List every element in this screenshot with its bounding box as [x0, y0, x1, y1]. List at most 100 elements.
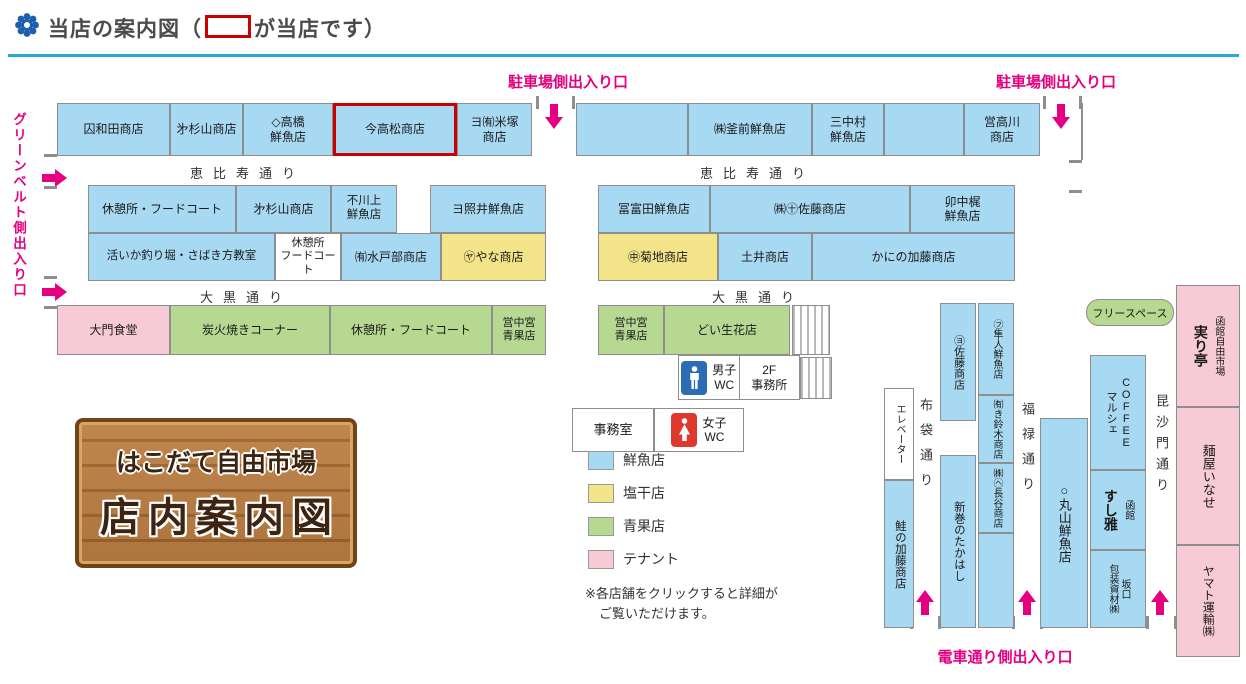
- shop-minori-tei[interactable]: 実り亭 函館自由市場: [1176, 285, 1240, 407]
- site-flower-icon: [14, 12, 40, 43]
- shop-coffee-marche[interactable]: マルシェ COFFEE: [1090, 355, 1146, 470]
- gate-mark: [536, 96, 539, 109]
- shop-nakamiya-1[interactable]: 営中宮 青果店: [492, 305, 546, 355]
- entrance-arrow-parking-2: [1052, 104, 1070, 129]
- elevator: エレベーター: [884, 388, 914, 480]
- entrance-label-tram: 電車通り側出入り口: [937, 649, 1073, 666]
- stairs-hatch-2: [800, 357, 832, 399]
- shop-takakawa[interactable]: 営高川 商店: [964, 103, 1040, 156]
- shop-sakaguchi[interactable]: 坂口 包装資材㈱: [1090, 550, 1146, 628]
- free-space: フリースペース: [1086, 299, 1174, 326]
- entrance-arrow-greenbelt-1: [42, 169, 67, 187]
- legend-item-tenant: テナント: [588, 549, 679, 569]
- legend-swatch-produce: [588, 516, 614, 536]
- shop-box-empty: [978, 533, 1014, 628]
- entrance-arrow-tram-3: [1151, 590, 1169, 615]
- legend-swatch-salted-dried: [588, 483, 614, 503]
- charcoal-grill-corner: 炭火焼きコーナー: [170, 305, 330, 355]
- shop-tomita[interactable]: 冨富田鮮魚店: [598, 185, 710, 233]
- rest-area-foodcourt-1: 休憩所・フードコート: [88, 185, 236, 233]
- wc-male-icon: [681, 360, 708, 395]
- gate-mark: [44, 276, 57, 279]
- shop-nakakaji[interactable]: 卯中梶 鮮魚店: [910, 185, 1015, 233]
- entrance-label-parking-1: 駐車場側出入り口: [507, 74, 628, 91]
- shop-box-empty: [884, 103, 964, 156]
- shop-sugiyama-1[interactable]: 㐧杉山商店: [170, 103, 243, 156]
- minori-tei-prefix: 函館自由市場: [1212, 316, 1224, 376]
- squid-fishing-corner: 活いか釣り堀・さばき方教室: [88, 233, 275, 281]
- entrance-arrow-tram-1: [916, 590, 934, 615]
- legend-item-produce: 青果店: [588, 516, 665, 536]
- shop-yonezuka[interactable]: ヨ㈲米塚 商店: [457, 103, 532, 156]
- office-room: 事務室: [572, 408, 654, 452]
- legend-item-salted-dried: 塩干店: [588, 483, 665, 503]
- shop-wada[interactable]: 囚和田商店: [57, 103, 170, 156]
- wc-male-label: 男子 WC: [712, 363, 737, 392]
- rest-area-foodcourt-2: 休憩所 フードコート: [275, 233, 341, 281]
- shop-suzuki[interactable]: ㈲き鈴木商店: [978, 395, 1014, 463]
- wall-segment: [1081, 103, 1083, 160]
- stairs-hatch-1: [792, 305, 830, 355]
- shop-nakamiya-2[interactable]: 営中宮 青果店: [598, 305, 664, 355]
- shop-doi-seika[interactable]: どい生花店: [664, 305, 790, 355]
- sushi-masa-name: すし雅: [1102, 489, 1119, 531]
- legend-note: ※各店舗をクリックすると詳細が ご覧いただけます。: [585, 584, 778, 623]
- logo-market-name: はこだて自由市場: [115, 449, 316, 477]
- gate-mark: [44, 306, 57, 309]
- shop-yamato-transport[interactable]: ヤマト運輸㈱: [1176, 545, 1240, 657]
- shop-nakamura[interactable]: 三中村 鮮魚店: [812, 103, 884, 156]
- coffee-marche-katakana: マルシェ: [1105, 390, 1117, 435]
- wc-female-icon: [671, 413, 698, 447]
- legend-note-line2: ご覧いただけます。: [599, 605, 715, 621]
- shop-takahashi[interactable]: ◇高橋 鮮魚店: [243, 103, 333, 156]
- entrance-arrow-tram-2: [1018, 590, 1036, 615]
- street-bishamon: 昆沙門通り: [1154, 394, 1169, 499]
- shop-menya-inase[interactable]: 麺屋いなせ: [1176, 407, 1240, 545]
- shop-hase[interactable]: ㈱㋬長谷商店: [978, 463, 1014, 533]
- shop-box-empty: [576, 103, 688, 156]
- rest-area-foodcourt-3: 休憩所・フードコート: [330, 305, 492, 355]
- legend-swatch-tenant: [588, 549, 614, 569]
- office-2f: 2F 事務所: [738, 356, 800, 399]
- shop-daimon-shokudo[interactable]: 大門食堂: [57, 305, 170, 355]
- street-ebisu-2: 恵比寿通り: [700, 166, 816, 181]
- shop-kani-kato[interactable]: かにの加藤商店: [812, 233, 1015, 281]
- page-header: 当店の案内図（が当店です）: [14, 12, 386, 43]
- shop-mitobe[interactable]: ㈲水戸部商店: [341, 233, 441, 281]
- shop-sato-2[interactable]: ㋵佐藤商店: [940, 303, 976, 421]
- minori-tei-name: 実り亭: [1192, 325, 1209, 367]
- logo-board: はこだて自由市場 店内案内図: [75, 418, 357, 568]
- shop-sato-1[interactable]: ㈱㊉佐藤商店: [710, 185, 910, 233]
- shop-yana[interactable]: ㋳やな商店: [441, 233, 546, 281]
- shop-kawakami[interactable]: 不川上 鮮魚店: [331, 185, 397, 233]
- shop-sugiyama-2[interactable]: 㐧杉山商店: [236, 185, 331, 233]
- street-hotei: 布袋通り: [918, 398, 933, 498]
- shop-takamatsu-current-store[interactable]: 今高松商店: [333, 103, 457, 156]
- page-title: 当店の案内図（が当店です）: [48, 13, 386, 43]
- shop-sake-kato[interactable]: 鮭の加藤商店: [884, 480, 914, 628]
- wc-male-area: 男子 WC: [679, 356, 739, 399]
- sushi-masa-prefix: 函館: [1122, 500, 1134, 520]
- shop-kikuchi[interactable]: ㊥菊地商店: [598, 233, 718, 281]
- gate-mark: [1174, 616, 1177, 629]
- entrance-label-parking-2: 駐車場側出入り口: [995, 74, 1116, 91]
- wc-office-block: 男子 WC 2F 事務所: [678, 355, 800, 400]
- shop-sushi-masa[interactable]: すし雅 函館: [1090, 470, 1146, 550]
- shop-kamamae[interactable]: ㈱釜前鮮魚店: [688, 103, 812, 156]
- gate-mark: [1079, 96, 1082, 109]
- legend-item-fresh-fish: 鮮魚店: [588, 450, 665, 470]
- logo-map-title: 店内案内図: [100, 496, 340, 540]
- gate-mark: [938, 616, 941, 629]
- gate-mark: [572, 96, 575, 109]
- gate-mark: [44, 186, 57, 189]
- shop-doi[interactable]: 土井商店: [718, 233, 812, 281]
- wc-female-label: 女子 WC: [702, 415, 727, 444]
- legend-label: テナント: [623, 551, 679, 567]
- legend-swatch-fresh-fish: [588, 450, 614, 470]
- legend-note-line1: ※各店舗をクリックすると詳細が: [585, 586, 778, 601]
- shop-hayato[interactable]: ㋫隼人鮮魚店: [978, 303, 1014, 395]
- shop-aramaki-takahashi[interactable]: 新巻のたかはし: [940, 455, 976, 628]
- shop-terui[interactable]: ヨ照井鮮魚店: [430, 185, 546, 233]
- shop-maruyama[interactable]: ○丸山鮮魚店: [1040, 418, 1088, 628]
